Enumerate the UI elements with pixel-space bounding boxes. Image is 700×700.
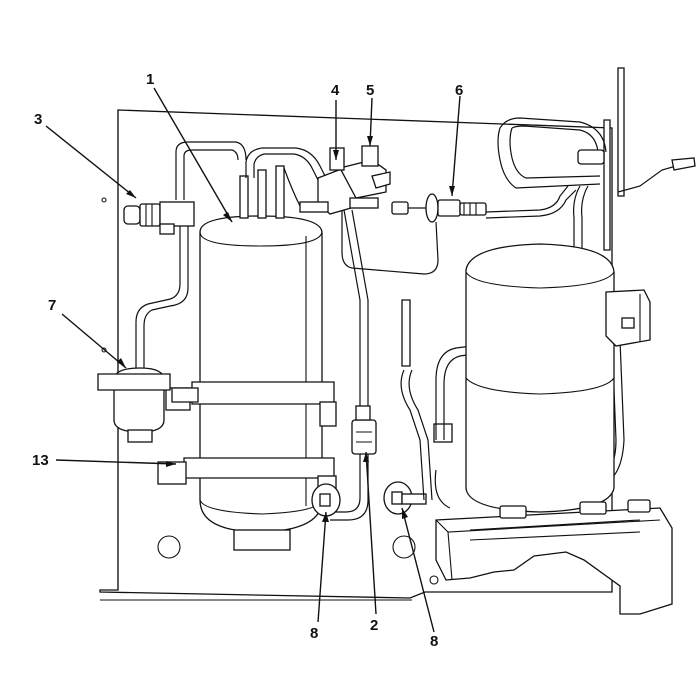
callout-7: 7	[48, 297, 56, 314]
compressor-piping	[400, 299, 625, 509]
service-valves	[311, 481, 427, 517]
callout-2: 2	[370, 617, 378, 634]
leader-13	[55, 459, 177, 465]
leader-lines	[45, 87, 461, 633]
leader-8b	[401, 507, 435, 633]
callout-6: 6	[455, 82, 463, 99]
receiver-piping	[175, 141, 369, 521]
receiver-tank	[157, 165, 337, 551]
sight-glass	[351, 405, 377, 455]
callout-5: 5	[366, 82, 374, 99]
compressor	[429, 243, 673, 615]
frame-rods	[603, 67, 696, 251]
leader-1	[153, 87, 233, 223]
callout-13: 13	[32, 452, 49, 469]
callout-1: 1	[146, 71, 154, 88]
left-fitting	[123, 201, 195, 368]
leader-7	[61, 313, 127, 369]
upper-tubing	[485, 117, 607, 252]
callout-8-left: 8	[310, 625, 318, 642]
callout-3: 3	[34, 111, 42, 128]
leader-8a	[317, 511, 327, 623]
filter-drier	[97, 367, 199, 443]
leader-2	[365, 451, 377, 615]
callout-8-right: 8	[430, 633, 438, 650]
callout-4: 4	[331, 82, 340, 99]
callout-labels: 1 3 4 5 6 7 13 8 2 8	[32, 71, 463, 650]
solenoid-valves	[299, 145, 391, 215]
leader-3	[45, 125, 137, 199]
leader-6	[451, 95, 461, 197]
expansion-valve	[341, 193, 487, 275]
